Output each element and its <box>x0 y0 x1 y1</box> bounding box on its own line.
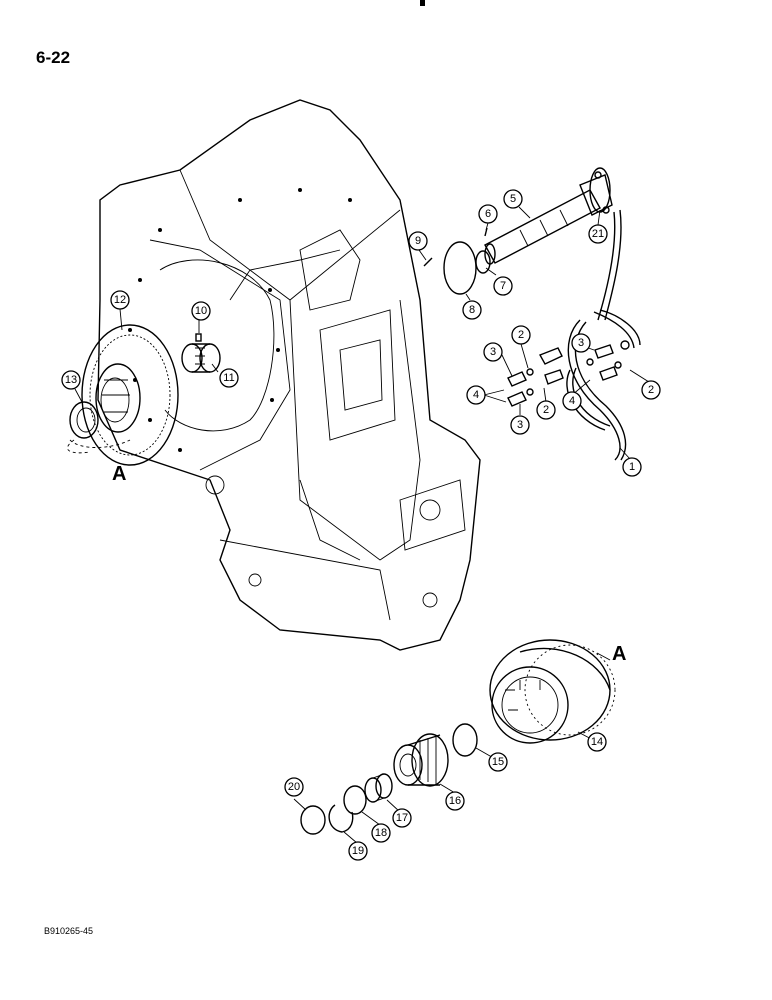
callout-4-a: 4 <box>466 385 486 405</box>
svg-text:3: 3 <box>578 337 584 349</box>
washer-20 <box>300 805 326 835</box>
svg-text:2: 2 <box>648 384 654 396</box>
callout-17: 17 <box>392 808 412 828</box>
svg-text:4: 4 <box>473 389 479 401</box>
reference-letter-a-left: A <box>112 463 126 485</box>
svg-text:3: 3 <box>517 419 523 431</box>
callout-15: 15 <box>488 752 508 772</box>
snap-ring-19 <box>328 804 354 833</box>
svg-text:20: 20 <box>288 781 300 793</box>
svg-text:6: 6 <box>485 208 491 220</box>
callout-4-b: 4 <box>562 391 582 411</box>
callout-14: 14 <box>587 732 607 752</box>
callout-2-b: 2 <box>536 400 556 420</box>
svg-text:13: 13 <box>65 374 77 386</box>
svg-text:11: 11 <box>223 372 234 384</box>
callout-3-b: 3 <box>510 415 530 435</box>
washer-13 <box>69 401 99 439</box>
callout-18: 18 <box>371 823 391 843</box>
drive-gear-12 <box>81 324 179 466</box>
svg-text:4: 4 <box>569 395 575 407</box>
callout-10: 10 <box>191 301 211 321</box>
svg-text:12: 12 <box>114 294 126 306</box>
washer-18 <box>343 785 367 815</box>
callout-16: 16 <box>445 791 465 811</box>
hose-fittings <box>507 340 630 407</box>
callout-13: 13 <box>61 370 81 390</box>
svg-text:10: 10 <box>195 305 207 317</box>
top-edge-mark <box>420 0 425 6</box>
callout-20: 20 <box>284 777 304 797</box>
svg-text:19: 19 <box>352 845 364 857</box>
callout-3-a: 3 <box>483 342 503 362</box>
svg-text:3: 3 <box>490 346 496 358</box>
transmission-housing <box>97 99 481 651</box>
svg-text:21: 21 <box>592 228 604 240</box>
callout-1: 1 <box>622 457 642 477</box>
svg-text:7: 7 <box>500 280 506 292</box>
svg-text:9: 9 <box>415 235 421 247</box>
bearing-17 <box>364 773 393 803</box>
callout-19: 19 <box>348 841 368 861</box>
callout-8: 8 <box>462 300 482 320</box>
callout-6: 6 <box>478 204 498 224</box>
callout-2-a: 2 <box>511 325 531 345</box>
reference-letter-a-right: A <box>612 643 626 665</box>
pin-9 <box>423 257 433 267</box>
svg-text:8: 8 <box>469 304 475 316</box>
callout-7: 7 <box>493 276 513 296</box>
callout-21: 21 <box>588 224 608 244</box>
svg-text:2: 2 <box>518 329 524 341</box>
pin-10 <box>195 333 202 342</box>
callout-2-c: 2 <box>641 380 661 400</box>
callout-12: 12 <box>110 290 130 310</box>
clutch-drum-14 <box>489 639 616 744</box>
bearing-11 <box>181 343 221 373</box>
o-ring-8 <box>443 241 477 295</box>
hub-gear-16 <box>393 733 449 787</box>
callout-9: 9 <box>408 231 428 251</box>
callout-5: 5 <box>503 189 523 209</box>
svg-text:15: 15 <box>492 756 504 768</box>
svg-text:5: 5 <box>510 193 516 205</box>
washer-15 <box>452 723 478 757</box>
svg-text:14: 14 <box>591 736 603 748</box>
callout-11: 11 <box>219 368 239 388</box>
figure-code: B910265-45 <box>44 926 94 936</box>
shaft-5 <box>484 167 613 265</box>
svg-text:18: 18 <box>375 827 387 839</box>
svg-text:1: 1 <box>629 461 635 473</box>
pin-6 <box>484 227 488 237</box>
leader-lines <box>74 206 650 844</box>
page-number: 6-22 <box>36 48 71 67</box>
ref-a-dash-left <box>69 439 131 448</box>
svg-text:16: 16 <box>449 795 461 807</box>
svg-text:17: 17 <box>396 812 408 824</box>
callout-3-c: 3 <box>571 333 591 353</box>
svg-text:2: 2 <box>543 404 549 416</box>
